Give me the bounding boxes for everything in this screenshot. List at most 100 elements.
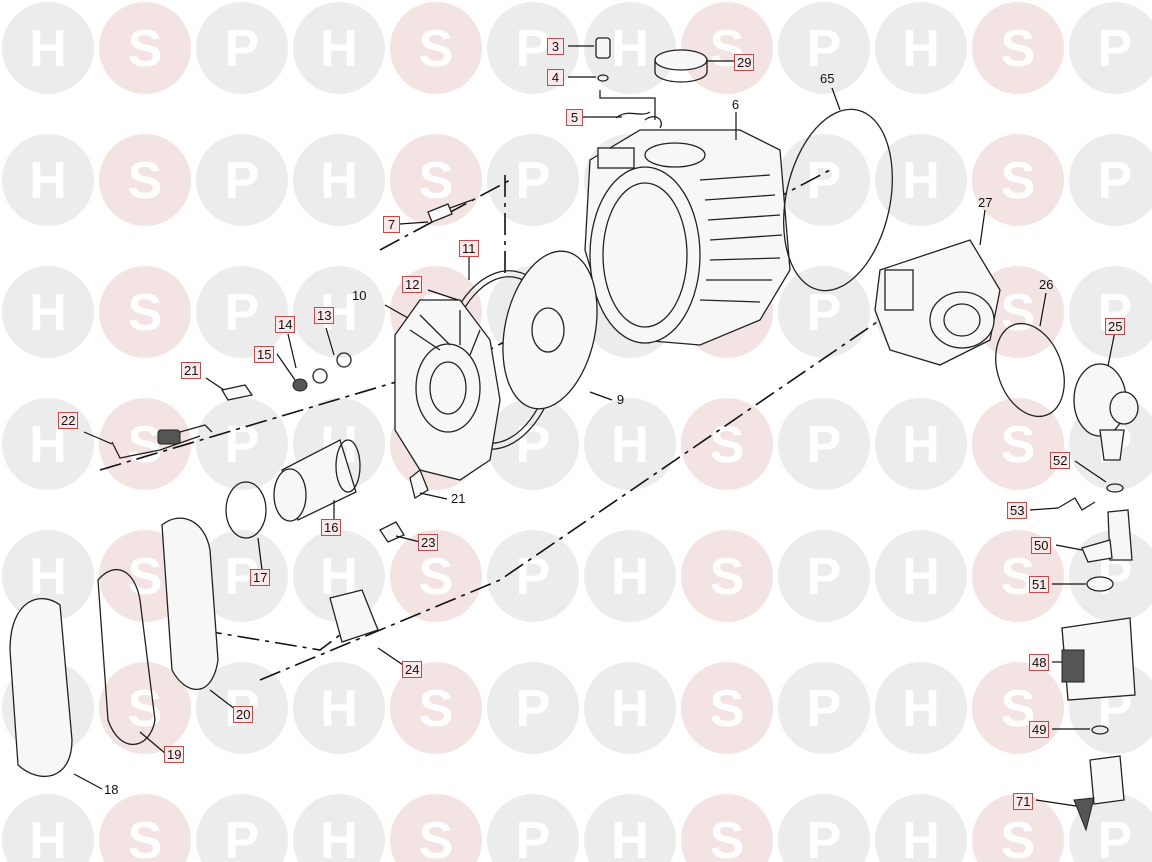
watermark-letter: H	[320, 152, 358, 210]
watermark-disc	[390, 662, 482, 754]
watermark-letter: S	[419, 680, 454, 738]
watermark-disc	[2, 2, 94, 94]
watermark-disc	[972, 2, 1064, 94]
watermark-disc	[681, 530, 773, 622]
burner-door	[394, 299, 501, 481]
callout-part-50[interactable]: 50	[1031, 537, 1052, 554]
watermark-letter: H	[611, 548, 649, 606]
watermark-disc	[487, 662, 579, 754]
callout-part-17[interactable]: 17	[250, 569, 271, 586]
watermark-letter: H	[29, 548, 67, 606]
watermark-letter: P	[1098, 812, 1133, 862]
watermark-letter: S	[128, 812, 163, 862]
callout-part-51[interactable]: 51	[1029, 576, 1050, 593]
watermark-disc	[584, 2, 676, 94]
watermark-letter: S	[128, 20, 163, 78]
callout-part-25[interactable]: 25	[1105, 318, 1126, 335]
watermark-disc	[875, 662, 967, 754]
watermark-letter: P	[516, 548, 551, 606]
watermark-disc	[778, 662, 870, 754]
callout-part-4[interactable]: 4	[547, 69, 564, 86]
callout-part-52[interactable]: 52	[1050, 452, 1071, 469]
watermark-disc	[875, 794, 967, 862]
washer-13	[336, 352, 352, 368]
callout-part-21-lower[interactable]: 21	[451, 491, 466, 506]
watermark-letter: H	[902, 812, 940, 862]
callout-part-24[interactable]: 24	[402, 661, 423, 678]
callout-part-12[interactable]: 12	[402, 276, 423, 293]
watermark-letter: H	[320, 20, 358, 78]
watermark-disc	[778, 530, 870, 622]
watermark-disc	[778, 794, 870, 862]
temperature-sensor	[427, 199, 473, 223]
watermark-letter: H	[29, 152, 67, 210]
callout-part-14[interactable]: 14	[275, 316, 296, 333]
venturi	[1073, 363, 1139, 461]
callout-part-10[interactable]: 10	[352, 288, 367, 303]
axis-sensor	[379, 179, 511, 251]
callout-part-26[interactable]: 26	[1039, 277, 1054, 292]
watermark-letter: H	[902, 152, 940, 210]
watermark-disc	[972, 398, 1064, 490]
axis-lower	[259, 319, 881, 681]
watermark-disc	[293, 134, 385, 226]
watermark-disc	[972, 794, 1064, 862]
gasket-23	[379, 521, 405, 543]
watermark-letter: S	[1001, 416, 1036, 474]
watermark-letter: P	[225, 152, 260, 210]
watermark-disc	[778, 398, 870, 490]
callout-part-20[interactable]: 20	[233, 706, 254, 723]
watermark-disc	[875, 2, 967, 94]
callout-part-15[interactable]: 15	[254, 346, 275, 363]
watermark-letter: P	[807, 152, 842, 210]
callout-part-11[interactable]: 11	[459, 240, 479, 257]
watermark-disc	[293, 794, 385, 862]
watermark-letter: S	[419, 812, 454, 862]
callout-part-29[interactable]: 29	[734, 54, 755, 71]
callout-part-3[interactable]: 3	[547, 38, 564, 55]
callout-part-53[interactable]: 53	[1007, 502, 1028, 519]
watermark-disc	[681, 2, 773, 94]
watermark-letter: H	[611, 680, 649, 738]
callout-part-48[interactable]: 48	[1029, 654, 1050, 671]
watermark-disc	[390, 2, 482, 94]
callout-part-6[interactable]: 6	[731, 97, 740, 112]
watermark-letter: S	[128, 416, 163, 474]
fan-assembly	[874, 239, 1001, 366]
top-fittings	[595, 37, 708, 129]
callout-part-5[interactable]: 5	[566, 109, 583, 126]
callout-part-19[interactable]: 19	[164, 746, 185, 763]
watermark-letter: H	[611, 812, 649, 862]
callout-part-9[interactable]: 9	[616, 392, 625, 407]
watermark-letter: P	[807, 284, 842, 342]
watermark-disc	[293, 266, 385, 358]
watermark-letter: P	[807, 416, 842, 474]
callout-part-21-upper[interactable]: 21	[181, 362, 202, 379]
callout-part-16[interactable]: 16	[321, 519, 342, 536]
watermark-disc	[2, 794, 94, 862]
watermark-disc	[584, 662, 676, 754]
watermark-disc	[487, 134, 579, 226]
watermark-letter: S	[710, 548, 745, 606]
watermark-letter: S	[1001, 812, 1036, 862]
watermark-disc	[196, 266, 288, 358]
callout-part-13[interactable]: 13	[314, 307, 335, 324]
watermark-letter: H	[611, 20, 649, 78]
watermark-letter: S	[1001, 20, 1036, 78]
callout-part-18[interactable]: 18	[104, 782, 119, 797]
callout-part-49[interactable]: 49	[1029, 721, 1050, 738]
watermark-letter: H	[611, 416, 649, 474]
watermark-disc	[2, 530, 94, 622]
callout-part-7[interactable]: 7	[383, 216, 400, 233]
callout-part-71[interactable]: 71	[1013, 793, 1034, 810]
callout-part-22[interactable]: 22	[58, 412, 79, 429]
callout-part-27[interactable]: 27	[978, 195, 993, 210]
watermark-letter: P	[225, 416, 260, 474]
watermark-disc	[196, 794, 288, 862]
callout-part-65[interactable]: 65	[820, 71, 835, 86]
leader-lines	[73, 45, 1116, 807]
gasket-21b	[409, 468, 429, 500]
watermark-letter: S	[710, 680, 745, 738]
watermark-letter: H	[320, 812, 358, 862]
callout-part-23[interactable]: 23	[418, 534, 439, 551]
